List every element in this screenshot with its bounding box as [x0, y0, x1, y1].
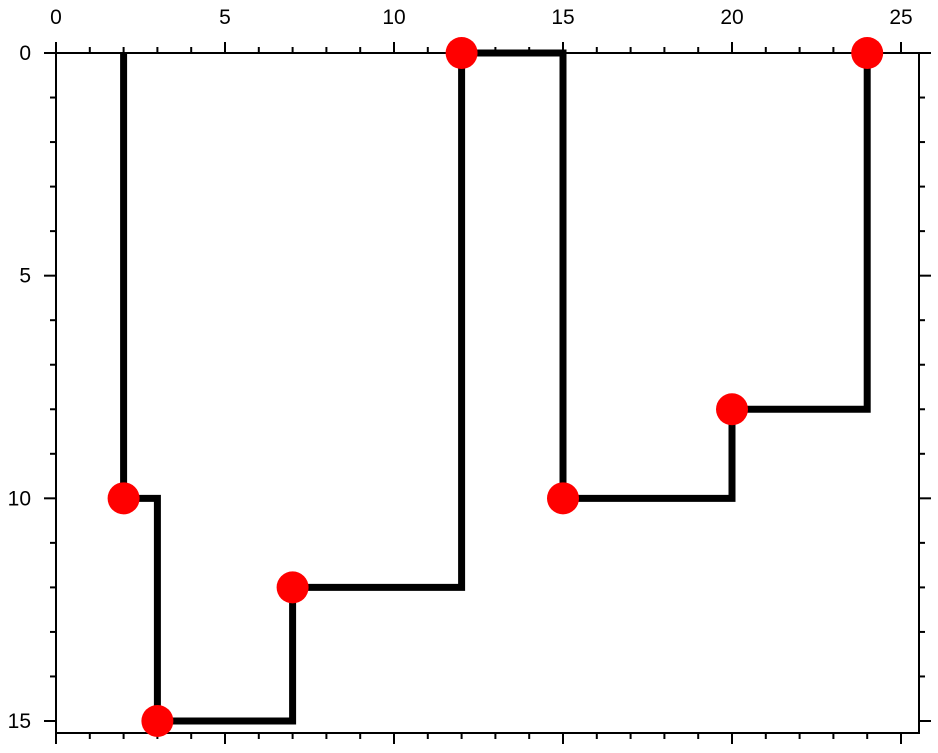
data-point-marker: [851, 37, 884, 69]
series-step-line: [120, 49, 871, 725]
data-point-marker: [107, 482, 140, 515]
x-axis-top: 0 5 10 15 20 25: [50, 6, 913, 53]
y-tick-label: 10: [8, 487, 31, 510]
plot-frame: [55, 52, 920, 734]
x-tick-label: 10: [382, 6, 405, 29]
x-tick-label: 0: [50, 6, 62, 29]
y-tick-label: 5: [19, 265, 31, 288]
x-axis-bottom: [55, 733, 902, 744]
data-point-marker: [716, 393, 748, 426]
data-point-marker: [276, 571, 309, 604]
y-tick-label: 15: [8, 710, 31, 733]
x-tick-label: 20: [720, 6, 743, 29]
data-point-marker: [445, 37, 478, 69]
data-point-marker: [141, 704, 174, 737]
x-tick-label: 15: [551, 6, 574, 29]
y-axis-left: 0 5 10 15: [8, 42, 56, 733]
series-line-group: [120, 49, 871, 725]
data-point-marker: [547, 482, 579, 515]
x-tick-label: 25: [889, 6, 912, 29]
y-axis-right: [919, 52, 931, 722]
x-tick-label: 5: [219, 6, 231, 29]
y-tick-label: 0: [19, 42, 31, 65]
series-markers-group: [107, 37, 884, 737]
